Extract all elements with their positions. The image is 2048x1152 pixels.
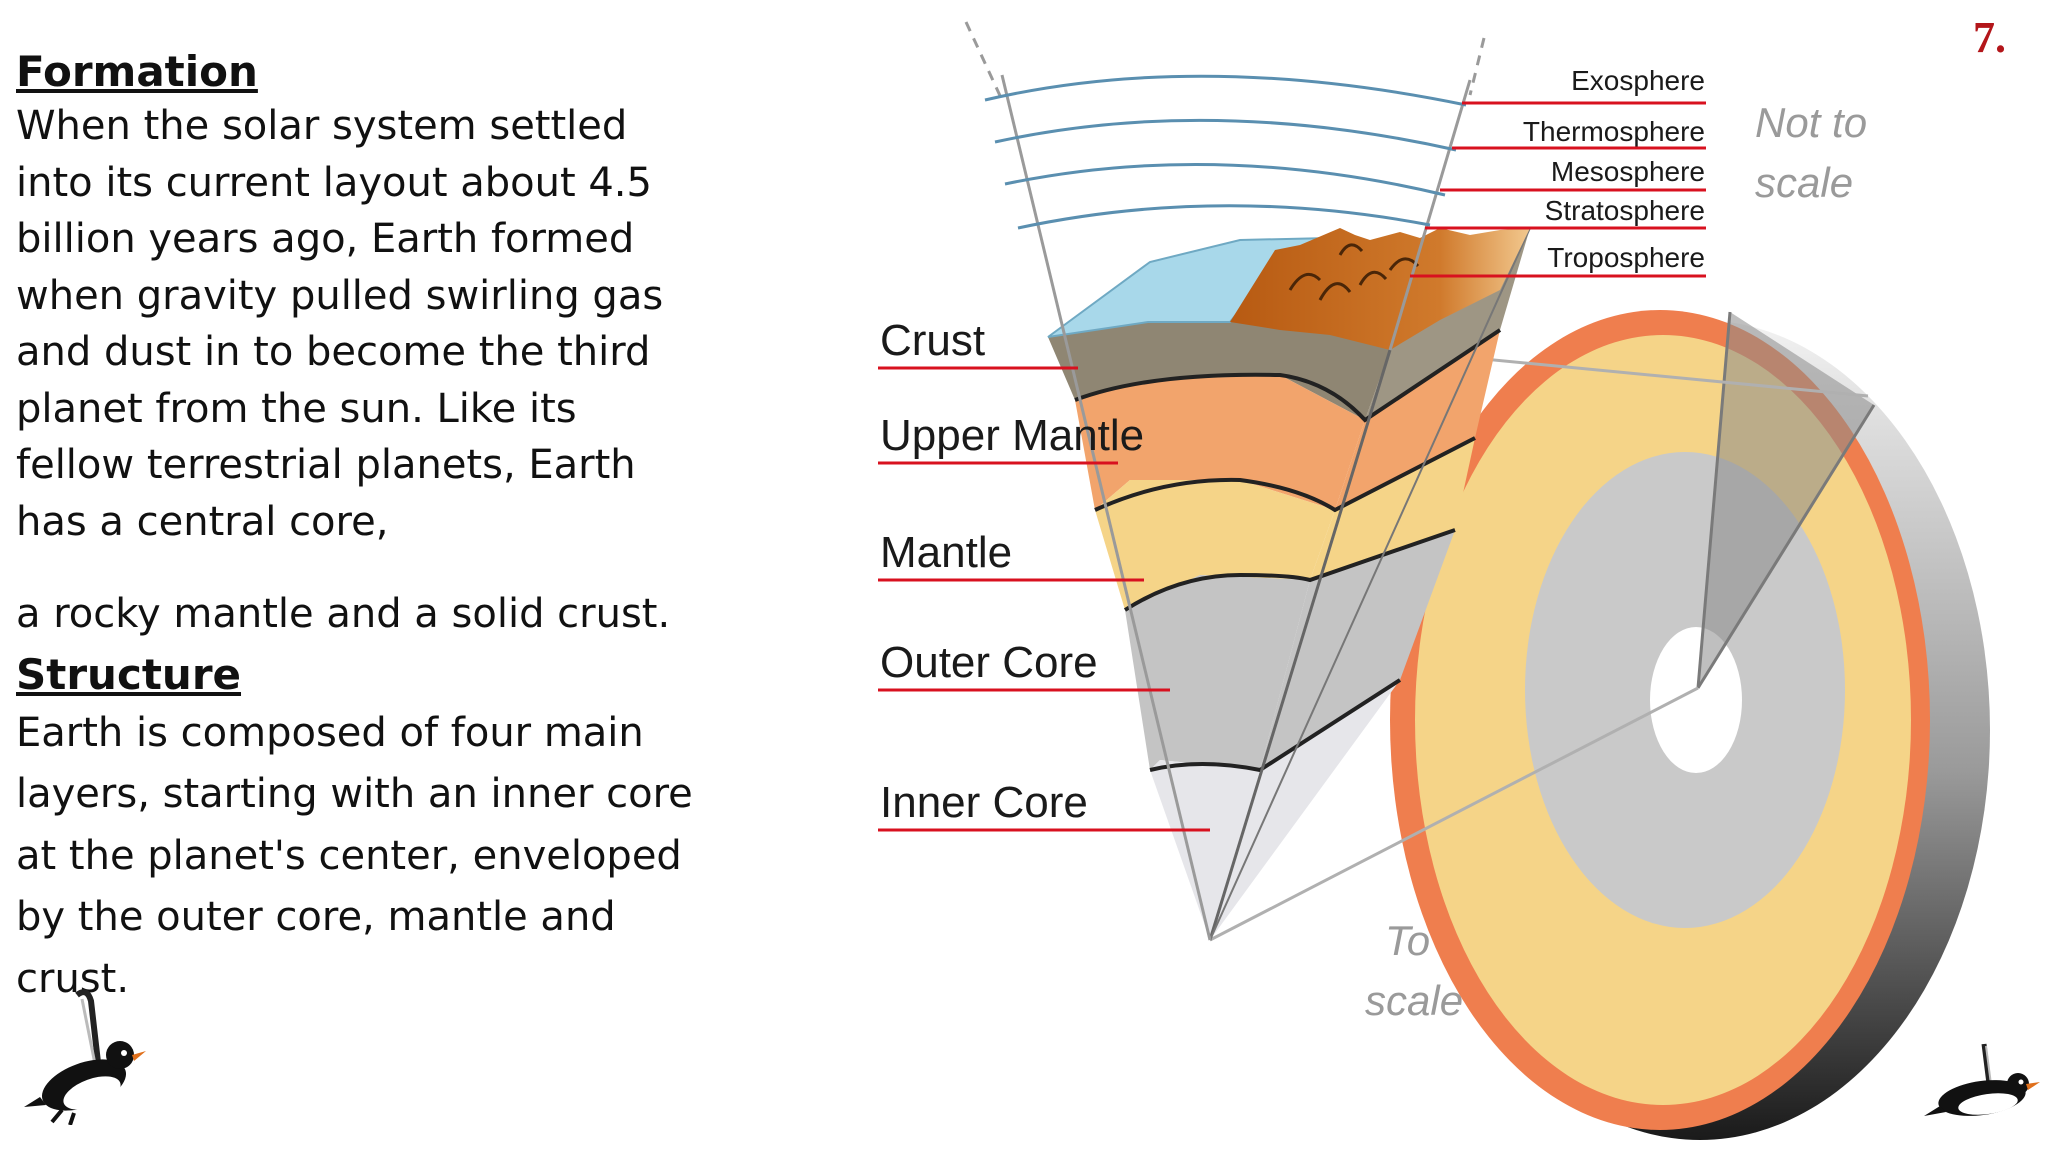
atmosphere-arc-2	[994, 118, 1457, 152]
structure-paragraph: Earth is composed of four main layers, s…	[16, 709, 693, 1002]
penguin-icon-left	[24, 989, 146, 1125]
slide-number: 7.	[1973, 13, 2006, 62]
wedge-inner-core-right	[1210, 680, 1400, 940]
mountain-ridges	[1288, 243, 1420, 301]
wedge-upper-mantle-left	[1075, 375, 1365, 510]
label-thermosphere: Thermosphere	[1523, 116, 1705, 147]
atmosphere-labels: ExosphereThermosphereMesosphereStratosph…	[1410, 65, 1706, 278]
wedge-edge-right-dashed	[1468, 37, 1486, 96]
disc-inner-core	[1650, 627, 1742, 773]
formation-paragraph-continued: a rocky mantle and a solid crust.	[16, 591, 671, 637]
label-outer-core: Outer Core	[880, 638, 1098, 687]
not-to-scale-line-2: scale	[1755, 159, 1853, 206]
earth-disc	[1390, 310, 1990, 1140]
label-exosphere: Exosphere	[1571, 65, 1705, 96]
disc-wedge-line-2	[1696, 404, 1876, 689]
boundary-upper-mantle	[1094, 436, 1476, 513]
earth-wedge	[964, 21, 1531, 941]
label-inner-core: Inner Core	[880, 778, 1088, 827]
boundary-mantle	[1123, 528, 1456, 612]
wedge-outer-core-left	[1125, 575, 1310, 770]
disc-wedge-highlight	[1698, 312, 1874, 688]
wedge-edge-left-dashed	[964, 21, 1004, 101]
label-crust: Crust	[880, 316, 985, 365]
wedge-upper-mantle-right	[1335, 330, 1500, 510]
boundary-crust	[1074, 328, 1502, 423]
to-scale-line-2: scale	[1365, 977, 1463, 1024]
to-scale-line-1: To	[1385, 917, 1430, 964]
mountains	[1230, 228, 1530, 350]
label-mesosphere: Mesosphere	[1551, 156, 1705, 187]
formation-paragraph: When the solar system settled into its c…	[16, 103, 664, 545]
wedge-crust-left	[1048, 313, 1390, 420]
wedge-back-edge	[1209, 227, 1531, 941]
wedge-edge-right	[1388, 79, 1472, 351]
not-to-scale-line-1: Not to	[1755, 99, 1867, 146]
penguin-icon-right	[1924, 1043, 2040, 1116]
wedge-center-edge	[1208, 349, 1392, 941]
atmosphere-arc-3	[1004, 162, 1446, 197]
projection-line-bottom	[1209, 686, 1699, 942]
disc-wedge-line-1	[1696, 311, 1732, 689]
wedge-outer-core-right	[1260, 530, 1455, 770]
formation-heading: Formation	[16, 47, 258, 96]
atmosphere-arc-4	[1017, 204, 1431, 230]
label-troposphere: Troposphere	[1547, 242, 1705, 273]
structure-heading: Structure	[16, 649, 242, 699]
label-mantle: Mantle	[880, 528, 1012, 577]
text-column: Formation When the solar system settled …	[16, 46, 696, 1010]
wedge-mantle-right	[1310, 438, 1475, 580]
boundary-outer-core	[1149, 678, 1402, 773]
label-stratosphere: Stratosphere	[1545, 195, 1705, 226]
wedge-edge-left	[1000, 74, 1212, 941]
label-upper-mantle: Upper Mantle	[880, 411, 1144, 460]
atmosphere-arc-1	[984, 74, 1467, 107]
